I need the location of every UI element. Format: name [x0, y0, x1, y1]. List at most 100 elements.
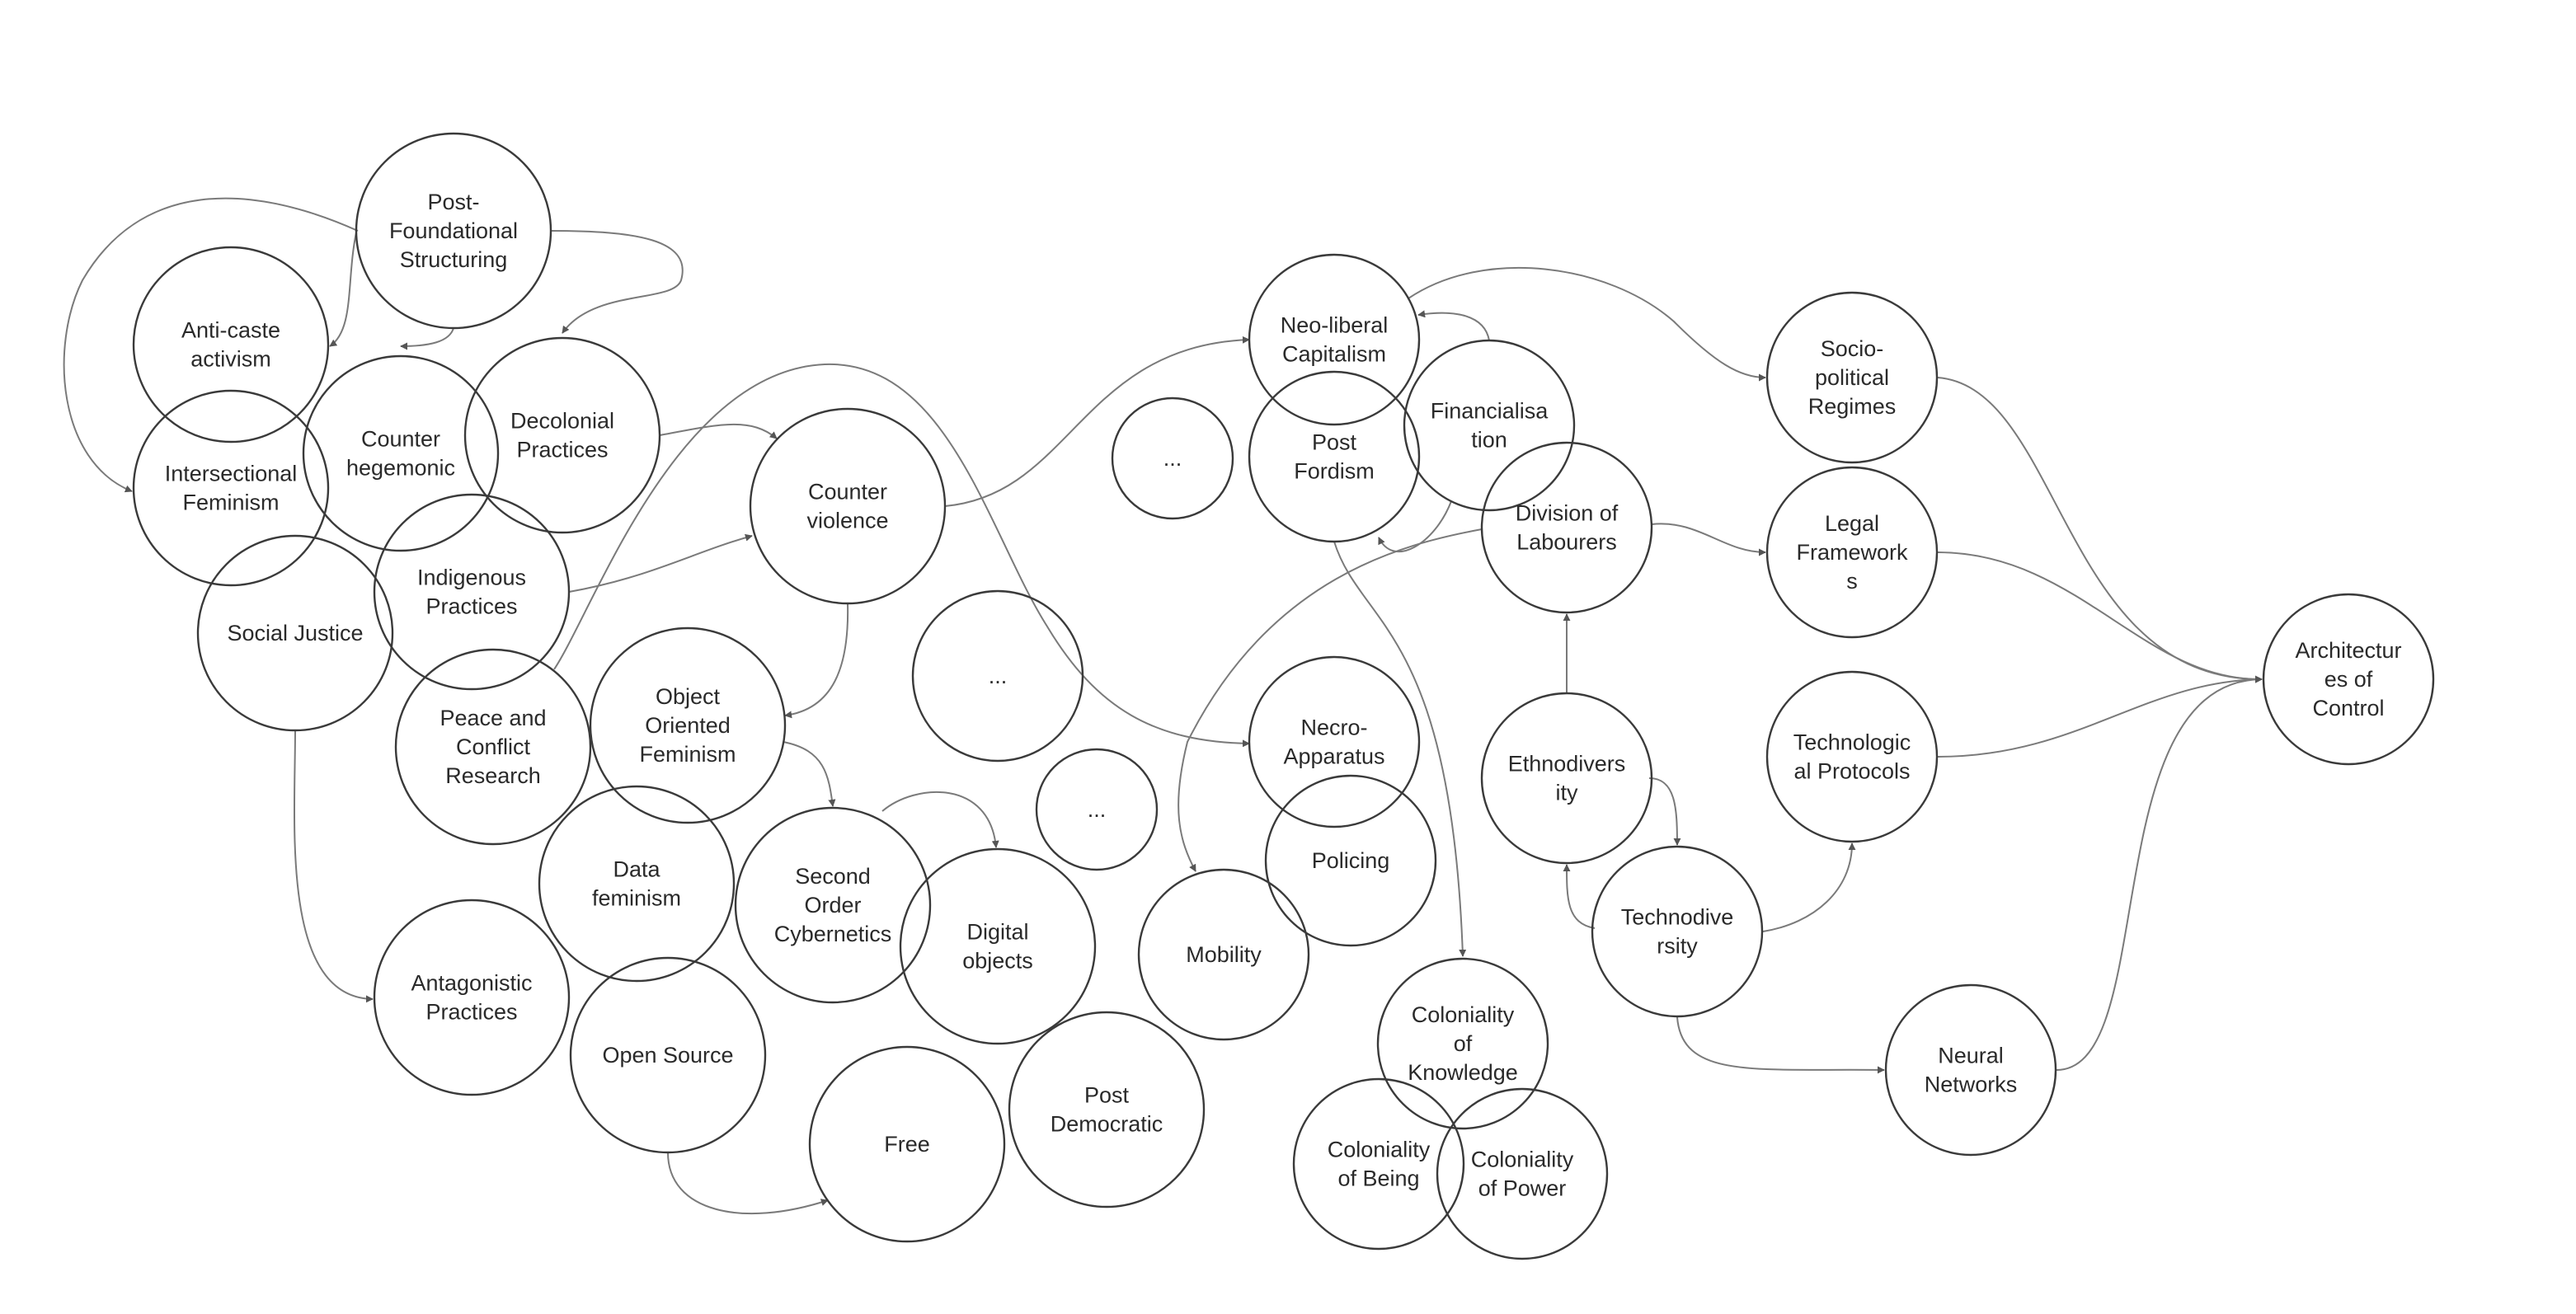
edge-technodiversity-to-ethnodiversity [1563, 864, 1596, 929]
node-label-line: Practices [425, 594, 517, 619]
node-label-line: Digital [966, 920, 1028, 945]
edge-division-labourers-to-mobility [1178, 528, 1483, 872]
node-ellipsis-3: ... [1035, 748, 1159, 871]
node-label-line: Coloniality [1471, 1147, 1574, 1172]
node-label-line: Object [656, 684, 721, 709]
node-label-line: Necro- [1300, 716, 1367, 740]
edge-indigenous-to-counter-violence [568, 533, 753, 593]
node-label-line: Practices [425, 1000, 517, 1025]
node-label-line: Neo-liberal [1281, 313, 1389, 338]
edge-socio-political-to-architectures-control [1937, 377, 2263, 683]
node-label-line: Counter [808, 480, 887, 504]
node-circle [196, 534, 394, 732]
node-label-line: Ethnodivers [1508, 752, 1626, 777]
node-label-line: of Power [1478, 1176, 1567, 1201]
edge-technodiversity-to-neural-networks [1676, 1016, 1885, 1074]
node-label-line: Practices [516, 438, 608, 462]
node-label-line: Division of [1516, 501, 1619, 526]
node-label-line: Democratic [1051, 1112, 1163, 1137]
node-circle [899, 847, 1097, 1045]
node-label-line: Post [1084, 1083, 1130, 1108]
node-label: Technologic al Protocols [1793, 730, 1911, 784]
node-label-line: Mobility [1186, 942, 1262, 967]
node-label-line: Free [884, 1132, 930, 1157]
node-label-line: Feminism [639, 742, 736, 767]
node-label-line: Post [1312, 430, 1357, 455]
node-ellipsis-2: ... [911, 589, 1084, 763]
edge-counter-violence-to-object-oriented [784, 603, 849, 719]
node-label-line: Architectur [2295, 638, 2401, 663]
node-label: ... [1163, 446, 1182, 471]
node-label-line: political [1815, 365, 1889, 390]
node-ellipsis-1: ... [1111, 397, 1234, 520]
node-label-line: Data [613, 857, 660, 882]
node-label: Social Justice [227, 621, 363, 645]
node-label: ... [1088, 797, 1107, 822]
edge-neural-networks-to-architectures-control [2056, 675, 2263, 1071]
node-label-line: Conflict [456, 734, 531, 759]
node-label-line: Antagonistic [411, 971, 532, 996]
node-label: Coloniality of Power [1471, 1147, 1574, 1201]
node-circle [1376, 957, 1549, 1130]
node-label-line: Post- [427, 190, 479, 214]
node-circle [1248, 253, 1421, 426]
node-circle [1248, 655, 1421, 828]
node-label-line: of Being [1337, 1166, 1419, 1191]
edges-layer [63, 197, 2263, 1215]
node-label: Necro-Apparatus [1283, 716, 1384, 769]
node-circle [589, 626, 787, 824]
edge-peace-conflict-to-necro-apparatus [553, 363, 1250, 748]
edge-post-foundational-to-decolonial [550, 230, 684, 334]
node-label-line: Peace and [440, 706, 546, 730]
node-label-line: Structuring [400, 247, 508, 272]
node-free: Free [808, 1045, 1006, 1243]
node-label-line: Capitalism [1282, 342, 1386, 367]
node-label-line: Knowledge [1408, 1060, 1518, 1085]
node-label-line: tion [1471, 428, 1507, 453]
node-label-line: Counter [361, 427, 440, 452]
node-technological-protocols: Technologic al Protocols [1765, 670, 1939, 843]
node-policing: Policing [1264, 774, 1437, 947]
node-coloniality-power: Coloniality of Power [1436, 1087, 1609, 1260]
node-necro-apparatus: Necro-Apparatus [1248, 655, 1421, 828]
node-circle [373, 899, 571, 1096]
edge-social-justice-to-antagonistic [293, 730, 374, 1003]
node-label-line: ... [989, 664, 1008, 688]
node-mobility: Mobility [1137, 868, 1310, 1041]
node-circle [1292, 1077, 1465, 1251]
node-label-line: Fordism [1294, 459, 1375, 484]
node-label-line: Technologic [1793, 730, 1911, 755]
node-circle [1480, 692, 1653, 865]
node-circle [1436, 1087, 1609, 1260]
node-circle [911, 589, 1084, 763]
edge-object-oriented-to-second-order [783, 741, 836, 807]
node-label: Mobility [1186, 942, 1262, 967]
node-circle [463, 336, 661, 534]
node-label-line: al Protocols [1793, 759, 1910, 784]
node-label-line: ... [1163, 446, 1182, 471]
node-circle [2262, 593, 2435, 766]
